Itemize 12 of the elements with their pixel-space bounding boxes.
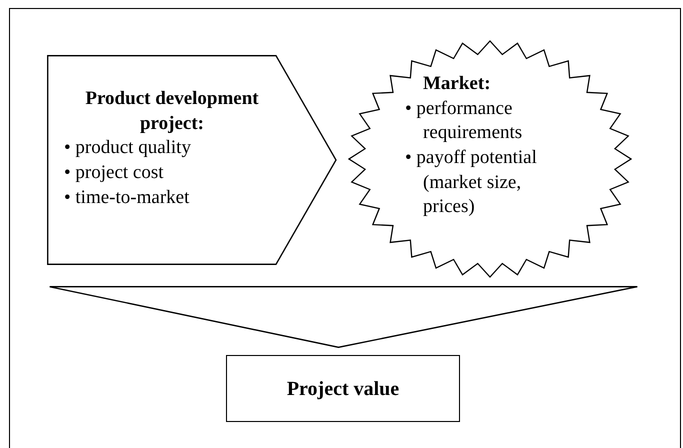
result-label: Project value bbox=[286, 376, 400, 402]
bullet-item: • performance requirements bbox=[405, 96, 524, 146]
bullet-item: • payoff potential (market size, prices) bbox=[405, 146, 538, 220]
bullet-item: • time-to-market bbox=[64, 186, 190, 210]
heading: Market: bbox=[422, 72, 492, 96]
result-box bbox=[226, 355, 460, 422]
bullet-item: • project cost bbox=[64, 161, 165, 186]
pentagon-arrow-shape bbox=[47, 55, 337, 265]
heading: Product development project: bbox=[84, 87, 260, 136]
bullet-item: • product quality bbox=[64, 136, 192, 160]
starburst-shape bbox=[348, 40, 632, 278]
funnel-triangle bbox=[49, 286, 638, 348]
